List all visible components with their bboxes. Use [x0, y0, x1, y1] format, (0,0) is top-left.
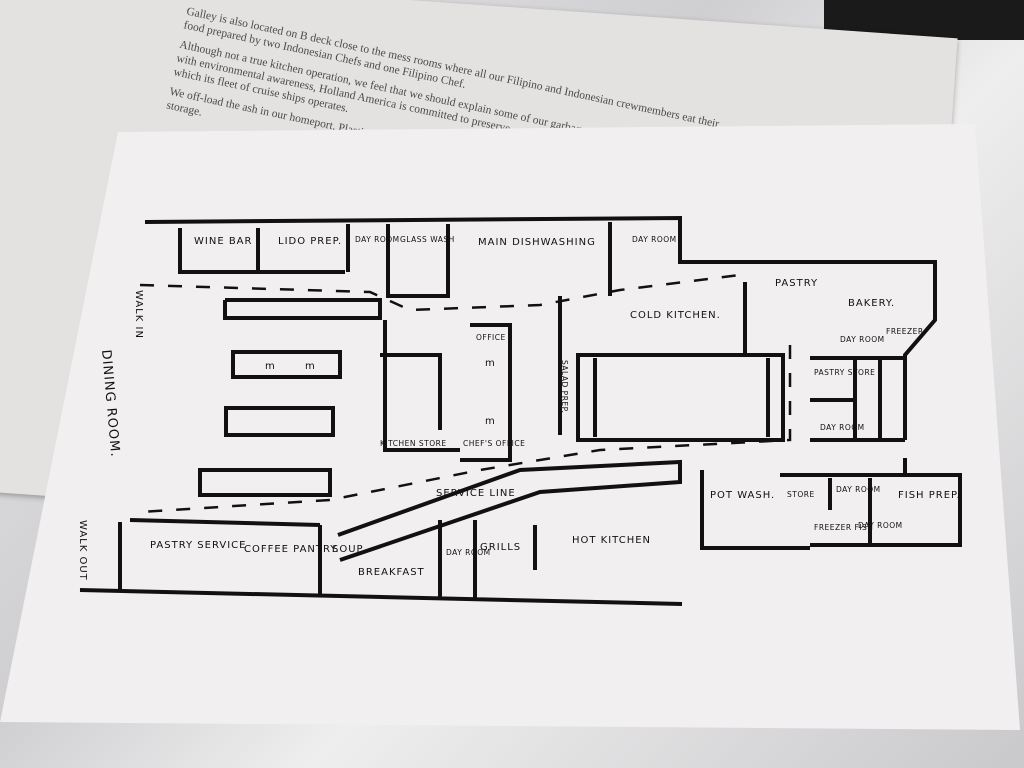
label-m: m: [485, 358, 496, 369]
label-pastry-service: PASTRY SERVICE: [150, 540, 246, 551]
label-pastry: PASTRY: [775, 278, 818, 289]
label-cold-kitchen: COLD KITCHEN.: [630, 310, 721, 321]
label-freezer-fish: FREEZER FISH: [814, 523, 873, 532]
label-day-room: DAY ROOM: [840, 335, 885, 344]
label-day-room: DAY ROOM: [820, 423, 865, 432]
label-m: m: [265, 361, 276, 372]
label-m: m: [305, 361, 316, 372]
label-kitchen-store: KITCHEN STORE: [380, 439, 447, 448]
label-day-room: DAY ROOM: [632, 235, 677, 244]
label-grills: GRILLS: [480, 542, 521, 553]
label-main-dishwashing: MAIN DISHWASHING: [478, 237, 596, 248]
label-office: OFFICE: [476, 333, 506, 342]
label-hot-kitchen: HOT KITCHEN: [572, 535, 651, 546]
label-chefs-office: CHEF'S OFFICE: [463, 439, 525, 448]
label-day-room: DAY ROOM: [836, 485, 881, 494]
label-service-line: SERVICE LINE: [436, 488, 516, 499]
label-day-room: DAY ROOM: [355, 235, 400, 244]
label-fish-prep: FISH PREP.: [898, 490, 961, 501]
label-freezer: FREEZER: [886, 327, 924, 336]
label-soup: SOUP: [332, 544, 364, 555]
label-day-room: DAY ROOM: [446, 548, 491, 557]
label-store: STORE: [787, 490, 815, 499]
label-pastry-store: PASTRY STORE: [814, 368, 875, 377]
label-walk-out: WALK OUT: [77, 520, 88, 581]
label-coffee-pantry: COFFEE PANTRY.: [244, 544, 340, 555]
label-m: m: [485, 416, 496, 427]
label-day-room: DAY ROOM: [858, 521, 903, 530]
label-salad-prep: SALAD PREP.: [560, 360, 569, 413]
label-glass-wash: GLASS WASH: [400, 235, 455, 244]
floor-plan-walls: [79, 215, 962, 606]
label-walk-in: WALK IN: [133, 290, 144, 339]
flow-arrows: [139, 273, 792, 514]
label-pot-wash: POT WASH.: [710, 490, 775, 501]
label-breakfast: BREAKFAST: [358, 567, 425, 578]
label-bakery: BAKERY.: [848, 298, 895, 309]
label-wine-bar: WINE BAR: [194, 236, 252, 247]
label-lido-prep: LIDO PREP.: [278, 236, 342, 247]
